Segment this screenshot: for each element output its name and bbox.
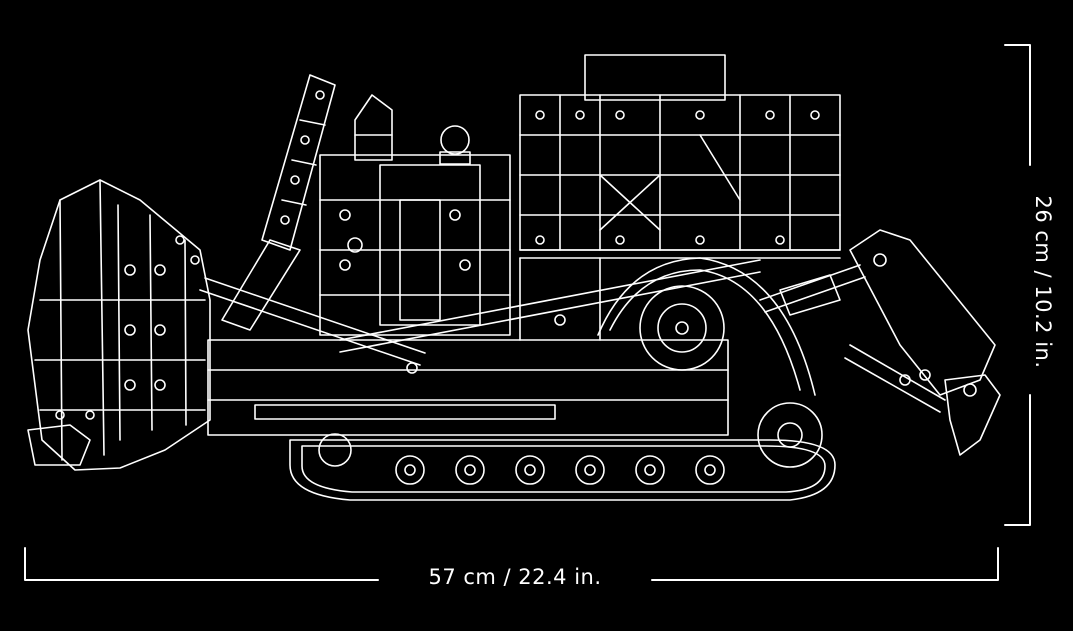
engine-housing <box>319 125 511 336</box>
height-dimension-line <box>1004 44 1031 526</box>
height-dimension-label: 26 cm / 10.2 in. <box>1031 189 1055 375</box>
ripper <box>759 229 1001 456</box>
width-dimension-label: 57 cm / 22.4 in. <box>380 565 650 589</box>
cab <box>519 54 841 259</box>
track <box>289 257 836 501</box>
blade <box>27 179 211 471</box>
exhaust-stack <box>354 94 393 161</box>
chassis <box>207 257 761 436</box>
width-dimension-line <box>24 547 999 581</box>
